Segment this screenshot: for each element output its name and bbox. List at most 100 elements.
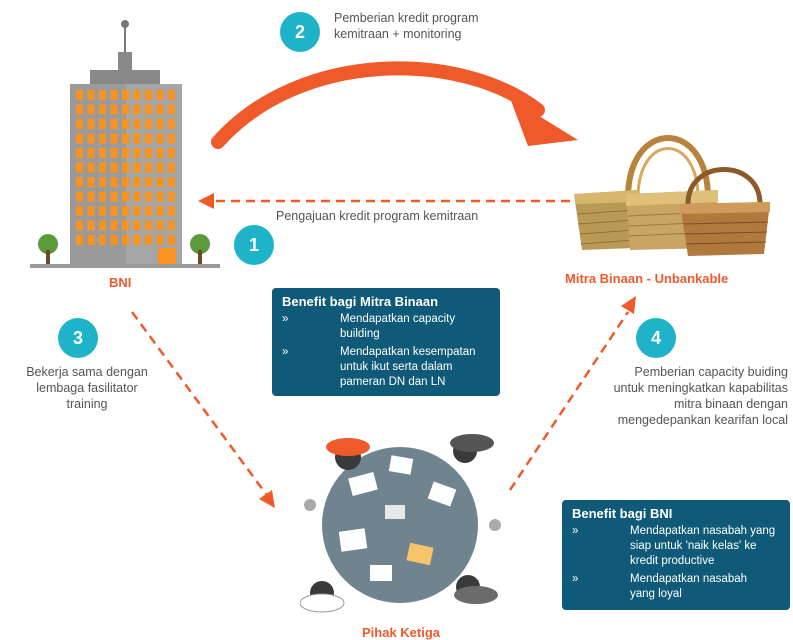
step-1-caption: Pengajuan kredit program kemitraan [276, 209, 479, 223]
building-window [76, 162, 83, 173]
building-window [156, 177, 164, 187]
building-window [76, 191, 83, 202]
benefit-bni-title: Benefit bagi BNI [572, 506, 673, 521]
building-window [87, 206, 95, 216]
bullet-icon: » [282, 313, 289, 325]
building-window [145, 104, 152, 115]
building-window [133, 235, 141, 245]
step-2-arrow [211, 61, 545, 149]
building-window [122, 162, 129, 173]
building-window [122, 235, 129, 245]
building-window [145, 133, 152, 144]
bullet-icon: » [282, 346, 289, 358]
building-window [76, 220, 83, 231]
step-4-arrow [508, 311, 630, 491]
building-window [168, 148, 175, 158]
step-3-badge: 3 [58, 318, 98, 358]
building-window [168, 133, 175, 144]
building-window [145, 191, 152, 202]
building-window [168, 177, 175, 187]
building-window [145, 235, 152, 245]
building-window [133, 162, 141, 173]
bank-label: BNI [109, 275, 132, 290]
building-window [122, 191, 129, 202]
building-window [122, 90, 129, 100]
building-window [145, 177, 152, 187]
building-window [110, 191, 118, 202]
building-window [145, 148, 152, 158]
benefit-bni-panel: Benefit bagi BNI » Mendapatkan nasabah y… [562, 500, 790, 610]
building-window [76, 104, 83, 115]
building-window [168, 220, 175, 231]
building-window [156, 148, 164, 158]
building-window [133, 90, 141, 100]
baskets-icon [574, 135, 770, 256]
building-window [122, 133, 129, 144]
benefit-mitra-title: Benefit bagi Mitra Binaan [282, 294, 439, 309]
building-window [133, 206, 141, 216]
building-window [87, 191, 95, 202]
building-window [99, 90, 106, 100]
building-window [133, 177, 141, 187]
building-window [168, 119, 175, 129]
third-party-label: Pihak Ketiga [362, 625, 441, 640]
building-window [99, 191, 106, 202]
building-window [122, 177, 129, 187]
building-window [99, 162, 106, 173]
building-window [168, 191, 175, 202]
building-window [99, 119, 106, 129]
step-2-caption: Pemberian kredit program kemitraan + mon… [334, 11, 479, 41]
building-window [122, 119, 129, 129]
building-window [99, 133, 106, 144]
building-window [145, 206, 152, 216]
building-window [110, 119, 118, 129]
building-window [168, 90, 175, 100]
building-window [87, 148, 95, 158]
building-window [168, 235, 175, 245]
building-window [133, 133, 141, 144]
bullet-icon: » [572, 525, 579, 537]
building-window [133, 220, 141, 231]
building-window [122, 104, 129, 115]
step-4-badge: 4 [636, 318, 676, 358]
building-window [156, 119, 164, 129]
building-window [110, 90, 118, 100]
step-4-arrowhead [621, 296, 636, 314]
building-window [87, 177, 95, 187]
building-window [76, 133, 83, 144]
building-window [145, 162, 152, 173]
building-window [99, 148, 106, 158]
building-window [110, 206, 118, 216]
benefit-mitra-item: » Mendapatkan kesempatan untuk ikut sert… [282, 346, 476, 388]
building-window [110, 133, 118, 144]
building-window [133, 119, 141, 129]
building-window [145, 119, 152, 129]
meeting-table-icon [300, 434, 501, 613]
step-4-caption: Pemberian capacity buiding untuk meningk… [613, 365, 788, 427]
building-window [110, 177, 118, 187]
bullet-icon: » [572, 573, 579, 585]
building-window [133, 148, 141, 158]
building-window [168, 162, 175, 173]
building-window [76, 119, 83, 129]
building-window [156, 162, 164, 173]
building-window [87, 119, 95, 129]
building-window [99, 177, 106, 187]
building-window [76, 177, 83, 187]
step-2-arrowhead [510, 98, 578, 146]
building-window [156, 220, 164, 231]
building-window [76, 206, 83, 216]
step-1-arrowhead [198, 193, 214, 209]
building-window [156, 191, 164, 202]
building-window [110, 235, 118, 245]
building-window [110, 220, 118, 231]
building-window [156, 133, 164, 144]
building-window [99, 104, 106, 115]
building-window [110, 148, 118, 158]
benefit-bni-item: » Mendapatkan nasabah yang siap untuk 'n… [572, 525, 776, 567]
building-window [156, 104, 164, 115]
building-window [76, 148, 83, 158]
benefit-bni-item: » Mendapatkan nasabah yang loyal [572, 573, 748, 600]
office-building-icon [30, 20, 220, 268]
step-2-badge: 2 [280, 12, 320, 52]
